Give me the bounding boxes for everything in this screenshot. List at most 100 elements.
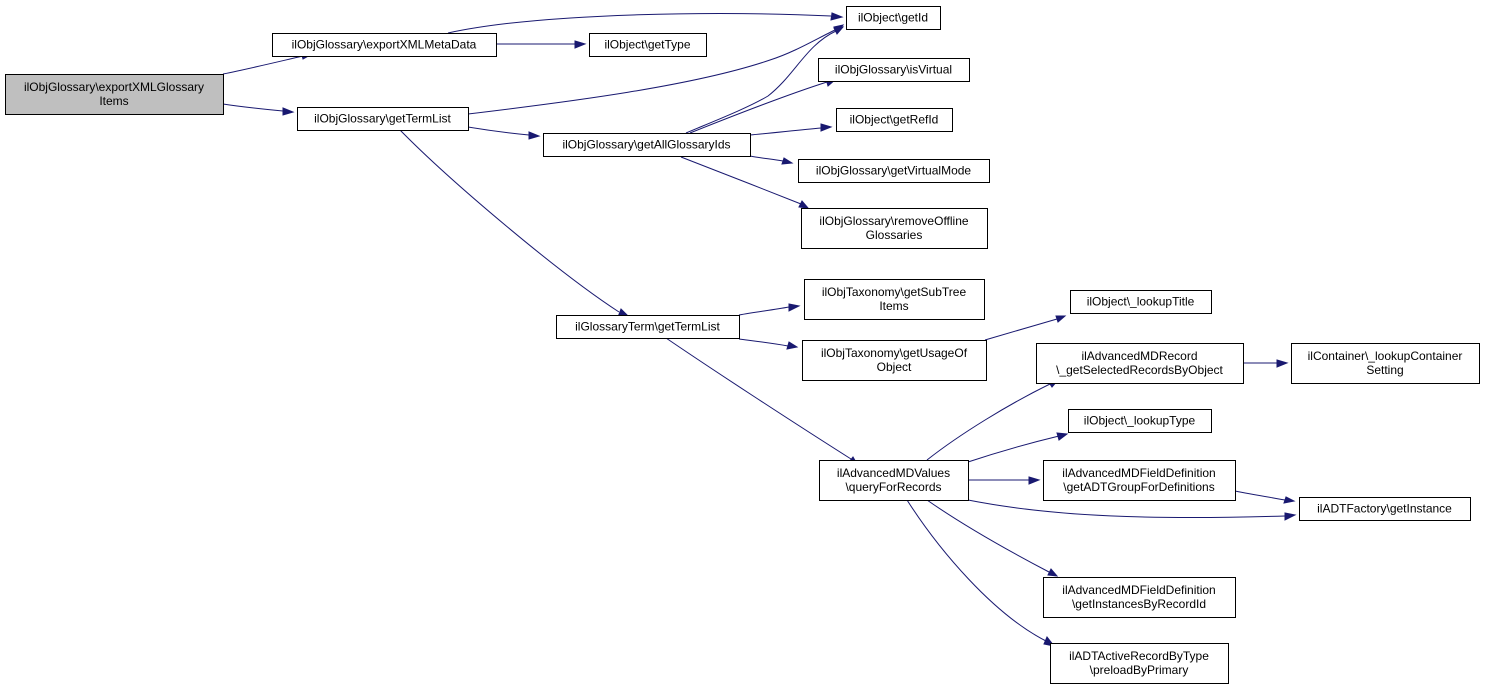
- node-box: [1070, 290, 1212, 314]
- node-label-line: ilObject\getType: [604, 38, 690, 52]
- node-label-line: ilObjGlossary\getVirtualMode: [816, 164, 972, 178]
- node-label-line: ilGlossaryTerm\getTermList: [575, 320, 720, 334]
- node-box: [798, 159, 990, 183]
- edge-selRecords-to-lookupContainer: [1242, 359, 1289, 368]
- node-lookupType[interactable]: ilObject\_lookupType: [1068, 409, 1212, 433]
- edge-queryForRecords-to-selRecords: [926, 379, 1060, 461]
- node-label-line: ilObjGlossary\isVirtual: [835, 63, 952, 77]
- node-termGetTermList[interactable]: ilGlossaryTerm\getTermList: [556, 315, 740, 339]
- edge-line: [399, 129, 620, 313]
- node-preload[interactable]: ilADTActiveRecordByType\preloadByPrimary: [1050, 643, 1229, 684]
- node-getId[interactable]: ilObject\getId: [846, 6, 941, 30]
- node-box: [1043, 460, 1236, 501]
- node-label-line: \_getSelectedRecordsByObject: [1056, 363, 1223, 377]
- node-box: [1299, 497, 1471, 521]
- edge-queryForRecords-to-instancesByRecord: [926, 499, 1059, 577]
- edge-line: [738, 338, 789, 347]
- node-label-line: ilContainer\_lookupContainer: [1308, 349, 1463, 363]
- node-box: [802, 340, 987, 381]
- edge-queryForRecords-to-adtGroup: [968, 476, 1041, 485]
- edge-getAllGlossaryIds-to-getRefId: [749, 123, 833, 136]
- edge-line: [926, 499, 1050, 573]
- node-label-line: ilADTFactory\getInstance: [1317, 502, 1452, 516]
- node-label-line: ilObjGlossary\getTermList: [314, 112, 451, 126]
- edge-termGetTermList-to-subTree: [738, 303, 801, 316]
- arrowhead-icon: [1056, 432, 1069, 441]
- node-box: [1036, 343, 1244, 384]
- arrowhead-icon: [1283, 496, 1296, 504]
- edge-line: [749, 155, 784, 162]
- edge-line: [689, 81, 828, 134]
- node-box: [819, 460, 969, 501]
- node-box: [1068, 409, 1212, 433]
- node-isVirtual[interactable]: ilObjGlossary\isVirtual: [818, 58, 970, 82]
- edges-layer: [222, 12, 1297, 647]
- node-label-line: ilAdvancedMDValues: [837, 466, 950, 480]
- node-label-line: ilObjGlossary\removeOffline: [819, 214, 968, 228]
- edge-getTermList-to-getAllGlossaryIds: [467, 126, 541, 140]
- node-label-line: ilObject\_lookupType: [1084, 414, 1196, 428]
- edge-line: [926, 383, 1051, 461]
- edge-getAllGlossaryIds-to-removeOffline: [680, 156, 810, 209]
- edge-line: [967, 435, 1060, 463]
- node-instancesByRecord[interactable]: ilAdvancedMDFieldDefinition\getInstances…: [1043, 577, 1236, 618]
- node-label-line: ilADTActiveRecordByType: [1069, 649, 1209, 663]
- node-label-line: Object: [877, 360, 912, 374]
- edge-line: [467, 29, 836, 115]
- node-getRefId[interactable]: ilObject\getRefId: [836, 108, 953, 132]
- arrowhead-icon: [1284, 512, 1297, 521]
- node-exportMeta[interactable]: ilObjGlossary\exportXMLMetaData: [272, 33, 497, 57]
- node-box: [801, 208, 988, 249]
- node-getAllGlossaryIds[interactable]: ilObjGlossary\getAllGlossaryIds: [543, 133, 751, 157]
- node-label-line: \getInstancesByRecordId: [1072, 597, 1206, 611]
- arrowhead-icon: [1047, 568, 1059, 577]
- edge-usageOf-to-lookupTitle: [984, 315, 1067, 341]
- arrowhead-icon: [833, 26, 845, 35]
- node-getType[interactable]: ilObject\getType: [589, 33, 707, 57]
- edge-line: [749, 127, 822, 136]
- edge-line: [738, 306, 790, 316]
- arrowhead-icon: [1276, 359, 1289, 368]
- edge-termGetTermList-to-usageOf: [738, 338, 799, 350]
- node-label-line: ilObjGlossary\exportXMLGlossary: [24, 80, 204, 94]
- edge-exportMeta-to-getId: [447, 12, 844, 34]
- node-label-line: Glossaries: [866, 228, 923, 242]
- edge-line: [467, 126, 530, 136]
- node-box: [297, 107, 469, 131]
- arrowhead-icon: [1028, 476, 1041, 485]
- node-box: [846, 6, 941, 30]
- edge-adtGroup-to-adtFactory: [1234, 490, 1296, 504]
- edge-getAllGlossaryIds-to-getId: [685, 26, 845, 134]
- node-label-line: ilAdvancedMDFieldDefinition: [1062, 583, 1215, 597]
- edge-queryForRecords-to-adtFactory: [967, 499, 1297, 521]
- node-box: [5, 74, 224, 115]
- node-adtFactory[interactable]: ilADTFactory\getInstance: [1299, 497, 1471, 521]
- node-box: [543, 133, 751, 157]
- edge-getAllGlossaryIds-to-isVirtual: [689, 78, 838, 134]
- node-getVirtualMode[interactable]: ilObjGlossary\getVirtualMode: [798, 159, 990, 183]
- edge-line: [984, 318, 1058, 341]
- node-lookupTitle[interactable]: ilObject\_lookupTitle: [1070, 290, 1212, 314]
- node-label-line: Items: [99, 94, 128, 108]
- arrowhead-icon: [528, 131, 541, 140]
- edge-line: [967, 499, 1286, 519]
- node-queryForRecords[interactable]: ilAdvancedMDValues\queryForRecords: [819, 460, 969, 501]
- node-box: [589, 33, 707, 57]
- arrowhead-icon: [786, 341, 799, 350]
- node-getTermList[interactable]: ilObjGlossary\getTermList: [297, 107, 469, 131]
- arrowhead-icon: [574, 40, 587, 49]
- edge-line: [222, 55, 304, 75]
- node-box: [556, 315, 740, 339]
- node-adtGroup[interactable]: ilAdvancedMDFieldDefinition\getADTGroupF…: [1043, 460, 1236, 501]
- node-label-line: Setting: [1366, 363, 1403, 377]
- node-box: [272, 33, 497, 57]
- node-box: [836, 108, 953, 132]
- arrowhead-icon: [788, 303, 801, 312]
- node-selRecords[interactable]: ilAdvancedMDRecord\_getSelectedRecordsBy…: [1036, 343, 1244, 384]
